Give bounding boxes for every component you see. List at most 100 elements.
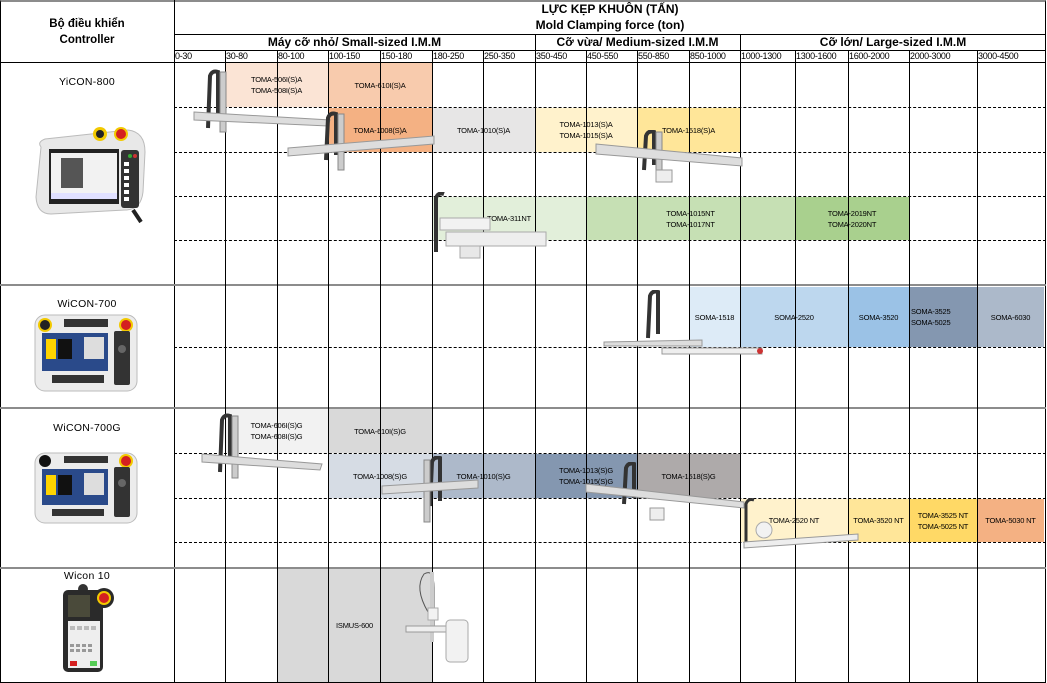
model-label: TOMA-5025 NT	[917, 521, 969, 531]
model-label: TOMA-1015NT	[666, 208, 715, 218]
controller-name-wicon-700g: WiCON-700G	[53, 422, 121, 434]
range-header-cell: 180-250	[433, 51, 464, 61]
range-header-cell: 0-30	[175, 51, 192, 61]
title-vi: LỰC KẸP KHUÔN (TẤN)	[541, 2, 679, 16]
column-line	[977, 50, 978, 683]
wicon-700g-pendant-image	[34, 452, 138, 524]
model-label: TOMA-1518(S)A	[661, 125, 716, 135]
model-cell-soma-6030: SOMA-6030	[977, 287, 1044, 347]
model-cell-toma-1518-g: TOMA-1518(S)G	[637, 454, 740, 498]
range-header-cell: 2000-3000	[910, 51, 951, 61]
model-label: TOMA-3520 NT	[853, 516, 904, 525]
model-label: SOMA-3520	[858, 312, 899, 322]
model-cell-toma-1015-1017nt: TOMA-1015NT TOMA-1017NT	[586, 197, 795, 240]
model-cell-soma-3525-5025: SOMA-3525 SOMA-5025	[909, 287, 979, 347]
row-divider	[0, 284, 1046, 286]
controller-header-en: Controller	[59, 34, 115, 46]
row-divider	[0, 567, 1046, 569]
model-label: TOMA-1518(S)G	[661, 471, 716, 481]
model-label: TOMA-2020NT	[827, 219, 877, 229]
header-divider	[0, 62, 1046, 63]
group-divider	[535, 34, 536, 51]
range-header-cell: 550-850	[638, 51, 669, 61]
model-cell-toma-2019-2020nt: TOMA-2019NT TOMA-2020NT	[795, 197, 909, 240]
range-header-cell: 450-550	[587, 51, 618, 61]
column-line	[909, 50, 910, 683]
model-label: SOMA-3525	[911, 307, 951, 316]
robot-arm-image	[405, 572, 469, 663]
model-label: TOMA-311NT	[487, 214, 531, 223]
column-divider	[174, 0, 175, 683]
robot-arm-image	[201, 413, 323, 479]
column-line	[277, 50, 278, 683]
model-label: SOMA-6030	[990, 312, 1031, 322]
model-label: ISMUS-600	[336, 621, 373, 630]
range-header-cell: 150-180	[381, 51, 412, 61]
model-label: TOMA-5030 NT	[985, 516, 1036, 525]
subrow-divider	[174, 196, 1046, 197]
controller-name-wicon-10: Wicon 10	[63, 570, 111, 582]
controller-header-vi: Bộ điều khiển	[49, 18, 125, 30]
subrow-divider	[174, 240, 1046, 241]
yicon-800-pendant-image	[35, 127, 146, 224]
model-label: TOMA-506I(S)A	[250, 75, 303, 84]
model-label: SOMA-5025	[911, 318, 951, 327]
range-header-cell: 1600-2000	[849, 51, 890, 61]
wicon-10-pendant-image	[63, 584, 114, 672]
model-label: TOMA-3525 NT	[917, 510, 969, 520]
subrow-divider	[174, 498, 1046, 499]
subrow-divider	[174, 453, 1046, 454]
column-line	[689, 50, 690, 683]
range-header-cell: 3000-4500	[978, 51, 1019, 61]
model-cell-soma-1518: SOMA-1518	[689, 287, 740, 347]
model-cell-toma-3525-5025nt: TOMA-3525 NT TOMA-5025 NT	[909, 499, 977, 542]
column-line	[848, 50, 849, 683]
controller-header: Bộ điều khiển Controller	[0, 16, 174, 48]
clamping-force-title: LỰC KẸP KHUÔN (TẤN) Mold Clamping force …	[174, 1, 1046, 33]
title-en: Mold Clamping force (ton)	[535, 18, 685, 32]
controller-name-wicon-700: WiCON-700	[57, 298, 117, 310]
robot-arm-image	[603, 290, 763, 355]
column-line	[795, 50, 796, 683]
header-divider	[174, 50, 1046, 51]
model-label: TOMA-508I(S)A	[250, 86, 303, 95]
controller-name-yicon-800: YiCON-800	[59, 76, 115, 88]
column-line	[483, 50, 484, 683]
range-header-cell: 100-150	[329, 51, 360, 61]
model-label: TOMA-606I(S)G	[250, 421, 303, 430]
range-header-cell: 30-80	[226, 51, 248, 61]
range-header-cell: 80-100	[278, 51, 305, 61]
robot-arm-image	[585, 462, 745, 521]
subrow-divider	[174, 542, 1046, 543]
model-label: TOMA-608I(S)G	[250, 432, 303, 441]
column-line	[380, 50, 381, 683]
robot-arm-image	[743, 498, 859, 549]
range-header-cell: 1000-1300	[741, 51, 782, 61]
column-line	[586, 50, 587, 683]
group-small: Máy cỡ nhỏ/ Small-sized I.M.M	[267, 35, 442, 49]
group-divider	[740, 34, 741, 51]
column-line	[432, 50, 433, 683]
subrow-divider	[174, 107, 1046, 108]
range-header-cell: 350-450	[536, 51, 567, 61]
robot-arm-image	[287, 111, 435, 171]
group-large: Cỡ lớn/ Large-sized I.M.M	[819, 35, 967, 49]
row-divider	[0, 407, 1046, 409]
range-header-cell: 250-350	[484, 51, 515, 61]
column-line	[328, 50, 329, 683]
subrow-divider	[174, 347, 1046, 348]
header-divider	[174, 34, 1046, 35]
column-line	[637, 50, 638, 683]
model-cell-soma-2520: SOMA-2520	[740, 287, 848, 347]
model-label: SOMA-1518	[694, 312, 735, 322]
model-cell-toma-606-608-g: TOMA-606I(S)G TOMA-608I(S)G	[225, 409, 328, 453]
group-medium: Cỡ vừa/ Medium-sized I.M.M	[556, 35, 719, 49]
range-header-cell: 1300-1600	[796, 51, 837, 61]
range-header-cell: 850-1000	[690, 51, 726, 61]
model-cell-toma-506-508-a: TOMA-506I(S)A TOMA-508I(S)A	[225, 63, 328, 107]
wicon-700-pendant-image	[34, 314, 138, 392]
robot-arm-image	[434, 192, 547, 259]
robot-arm-image	[381, 456, 479, 523]
column-line	[535, 50, 536, 683]
model-label: TOMA-2019NT	[827, 208, 877, 218]
